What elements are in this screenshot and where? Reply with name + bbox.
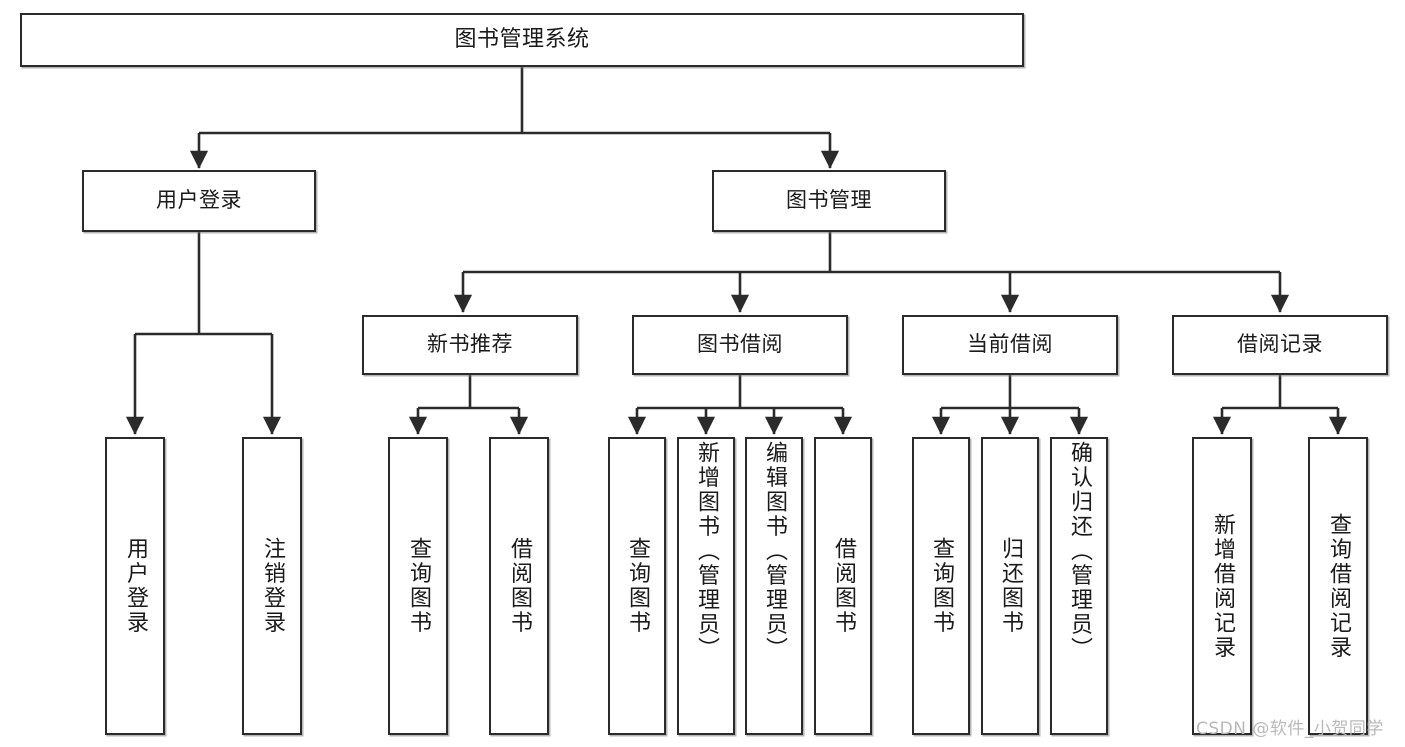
- node-label: 查询图书: [929, 537, 954, 635]
- node-book-management[interactable]: 图书管理: [712, 170, 946, 232]
- leaf-book-borrow-edit-book-admin[interactable]: 编辑图书（管理员）: [745, 437, 803, 735]
- node-label: 图书管理: [786, 188, 872, 213]
- leaf-book-borrow-query-book[interactable]: 查询图书: [608, 437, 666, 735]
- node-label: 图书管理系统: [454, 26, 590, 52]
- node-user-login[interactable]: 用户登录: [82, 170, 316, 232]
- leaf-borrow-record-query-record[interactable]: 查询借阅记录: [1308, 437, 1368, 735]
- node-current-borrow[interactable]: 当前借阅: [902, 315, 1118, 375]
- leaf-borrow-record-add-record[interactable]: 新增借阅记录: [1192, 437, 1252, 735]
- node-label: 新书推荐: [427, 332, 513, 357]
- node-label: 查询图书: [406, 537, 431, 635]
- node-label: 查询图书: [625, 537, 650, 635]
- node-book-borrow[interactable]: 图书借阅: [632, 315, 848, 375]
- leaf-current-borrow-query-book[interactable]: 查询图书: [912, 437, 970, 735]
- leaf-user-login-login[interactable]: 用户登录: [105, 437, 165, 735]
- node-label: 图书借阅: [697, 332, 783, 357]
- node-label: 当前借阅: [967, 332, 1053, 357]
- node-new-book-recommend[interactable]: 新书推荐: [362, 315, 578, 375]
- node-label: 借阅图书: [507, 537, 532, 635]
- node-label: 归还图书: [998, 537, 1023, 635]
- node-label: 查询借阅记录: [1326, 512, 1351, 660]
- node-label: 新增借阅记录: [1210, 512, 1235, 660]
- node-label: 编辑图书（管理员）: [762, 441, 787, 662]
- node-label: 借阅图书: [831, 537, 856, 635]
- node-root-system[interactable]: 图书管理系统: [20, 13, 1024, 67]
- node-label: 借阅记录: [1237, 332, 1323, 357]
- node-label: 确认归还（管理员）: [1067, 441, 1092, 662]
- node-label: 用户登录: [156, 188, 242, 213]
- leaf-user-login-logout[interactable]: 注销登录: [242, 437, 302, 735]
- leaf-book-borrow-add-book-admin[interactable]: 新增图书（管理员）: [677, 437, 735, 735]
- leaf-current-borrow-return-book[interactable]: 归还图书: [981, 437, 1039, 735]
- node-label: 注销登录: [260, 537, 285, 635]
- node-label: 用户登录: [123, 537, 148, 635]
- leaf-new-book-borrow-book[interactable]: 借阅图书: [489, 437, 549, 735]
- node-label: 新增图书（管理员）: [694, 441, 719, 662]
- leaf-book-borrow-borrow-book[interactable]: 借阅图书: [814, 437, 872, 735]
- leaf-new-book-query-book[interactable]: 查询图书: [388, 437, 448, 735]
- node-borrow-record[interactable]: 借阅记录: [1172, 315, 1388, 375]
- leaf-current-borrow-confirm-return-admin[interactable]: 确认归还（管理员）: [1050, 437, 1108, 735]
